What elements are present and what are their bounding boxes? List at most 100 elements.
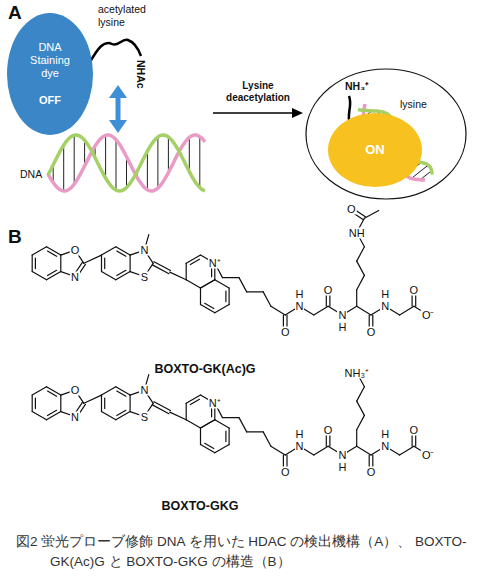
chemical-bond <box>215 420 229 428</box>
chemical-bond <box>229 288 230 305</box>
atom-label: N <box>337 450 347 461</box>
chemical-bond <box>60 255 61 272</box>
chemical-bond <box>152 405 169 414</box>
atom-label: N <box>380 301 390 312</box>
chemical-bond <box>201 420 215 428</box>
annotation-label: DNA <box>20 168 42 181</box>
chemical-bond <box>357 415 365 429</box>
chemical-bond <box>117 270 126 275</box>
chemical-bond <box>357 261 365 275</box>
chemical-bond <box>201 420 215 428</box>
chemical-bond <box>356 430 357 447</box>
chemical-bond <box>223 277 240 278</box>
atom-label: H <box>337 322 347 333</box>
binding-arrow <box>116 94 121 124</box>
chemical-bond <box>247 291 264 292</box>
atom-label: N <box>70 271 80 282</box>
node-shape <box>328 113 422 187</box>
chemical-bond <box>47 272 61 280</box>
chemical-bond <box>32 395 33 412</box>
circle-outline-node: NH₃⁺ lysineON <box>305 68 467 200</box>
chemical-bond <box>225 431 226 442</box>
chemical-bond <box>357 446 371 455</box>
atom-label: N <box>295 441 305 452</box>
node-label: lysine <box>400 98 427 111</box>
figure-caption: 図2 蛍光プローブ修飾 DNA を用いた HDAC の検出機構（A）、 BOXT… <box>16 532 474 571</box>
chemical-bond <box>47 387 61 395</box>
atom-label: O <box>366 466 377 477</box>
node-label: ON <box>365 142 385 158</box>
atom-label: O <box>70 385 81 396</box>
chemical-bond <box>32 272 46 280</box>
chemical-bond <box>190 399 199 404</box>
panel-letter: A <box>8 2 22 25</box>
atom-label: O⁻ <box>421 450 436 461</box>
chemical-bond <box>116 247 130 255</box>
atom-label: N <box>139 385 149 396</box>
atom-label: O <box>346 204 357 215</box>
chemical-bond <box>356 290 357 307</box>
base-pair <box>105 135 106 178</box>
chemical-bond <box>48 270 57 275</box>
chemical-bond <box>239 418 247 432</box>
node-label: OFF <box>39 94 61 107</box>
chemical-bond <box>357 275 365 289</box>
compound-name: BOXTO-GKG <box>162 499 239 513</box>
annotation-label: Lysine deacetylation <box>214 80 302 104</box>
arrow-head <box>109 120 127 133</box>
atom-label: NH <box>348 227 366 238</box>
base-pair <box>168 137 169 173</box>
chemical-bond <box>48 391 57 396</box>
compound-name: BOXTO-GK(Ac)G <box>154 362 255 376</box>
chemical-bond <box>35 258 36 269</box>
chemical-bond <box>102 387 116 395</box>
chemical-bond <box>225 291 226 302</box>
chemical-bond <box>239 278 247 292</box>
base-pair <box>126 157 127 188</box>
chemical-bond <box>102 272 116 280</box>
chemical-bond <box>190 259 199 264</box>
molecule-structure <box>32 208 428 332</box>
chemical-bond <box>200 428 201 445</box>
node-label: NH₃⁺ <box>345 80 369 93</box>
chemical-bond <box>400 446 414 455</box>
atom-label: O <box>323 424 334 435</box>
dna-strand <box>48 135 205 191</box>
chemical-bond <box>247 431 264 432</box>
chemical-bond <box>400 306 414 315</box>
annotation-label: NHAc <box>134 60 147 89</box>
base-pair <box>74 135 75 184</box>
base-pair <box>63 145 64 191</box>
atom-label: N <box>337 310 347 321</box>
base-pair <box>116 140 117 190</box>
node-shape <box>7 13 93 135</box>
molecule-structure <box>32 373 428 472</box>
chemical-bond <box>215 305 229 313</box>
node-text-group: ON <box>327 112 423 188</box>
atom-label: O <box>409 284 420 295</box>
atom-label: N⁺ <box>208 398 222 409</box>
chemical-bond <box>84 395 102 403</box>
chemical-bond <box>201 280 215 288</box>
atom-label: S <box>140 271 149 282</box>
chemical-bond <box>271 446 285 455</box>
chemical-bond <box>47 247 61 255</box>
chemical-bond <box>357 306 371 315</box>
arrow-head <box>109 85 127 98</box>
chemical-bond <box>154 262 171 271</box>
chemical-bond <box>104 398 105 409</box>
chemical-bond <box>35 398 36 409</box>
reaction-arrow <box>213 112 293 114</box>
chemical-bond <box>200 288 201 305</box>
chemical-bond <box>223 417 240 418</box>
chemical-bond <box>130 255 131 272</box>
atom-label: H <box>295 289 305 300</box>
atom-label: H <box>337 462 347 473</box>
chemical-bond <box>186 255 200 263</box>
chemical-bond <box>32 247 46 255</box>
chemical-bond <box>201 445 215 453</box>
chemical-bond <box>229 428 230 445</box>
chemical-bond <box>152 265 169 274</box>
chemical-bond <box>357 247 365 261</box>
